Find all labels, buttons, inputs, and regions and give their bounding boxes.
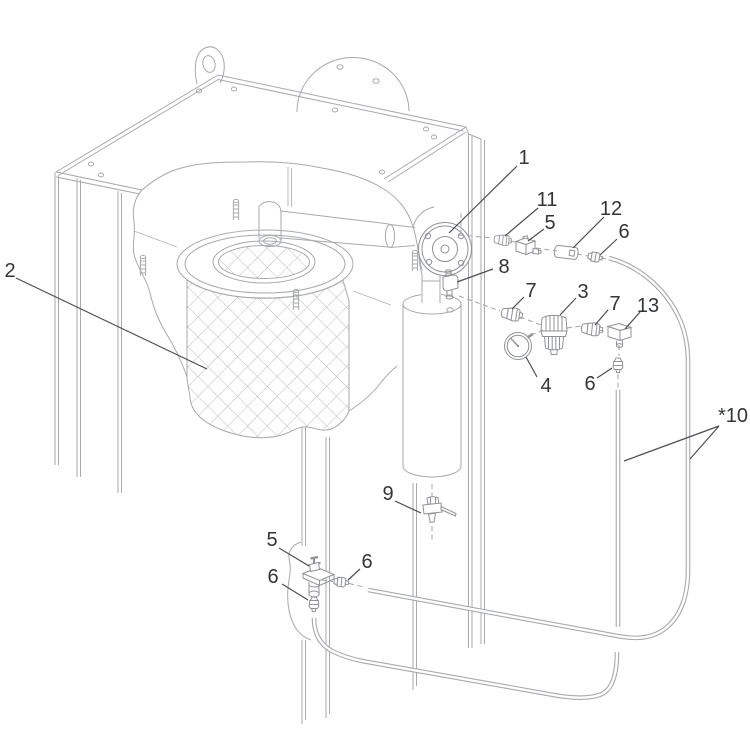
callout-6-bottom-left: 6 bbox=[267, 566, 278, 588]
svg-text:8: 8 bbox=[498, 256, 509, 278]
svg-text:1: 1 bbox=[518, 147, 529, 169]
svg-text:9: 9 bbox=[382, 483, 393, 505]
callout-7-left: 7 bbox=[525, 280, 536, 302]
svg-text:7: 7 bbox=[525, 280, 536, 302]
filter-mesh-top bbox=[218, 245, 310, 279]
svg-text:13: 13 bbox=[637, 295, 659, 317]
callout-5-top: 5 bbox=[544, 212, 555, 234]
svg-text:6: 6 bbox=[361, 551, 372, 573]
rivet-holes bbox=[87, 86, 438, 178]
hex-nipple-7-right bbox=[580, 320, 604, 338]
fitting-6-bottom-right bbox=[333, 575, 350, 589]
cabinet-left-leg bbox=[54, 172, 59, 465]
cabinet-outline bbox=[54, 46, 485, 724]
callout-5-bottom: 5 bbox=[266, 529, 277, 551]
callout-8: 8 bbox=[498, 256, 509, 278]
alignment-dashes bbox=[313, 213, 620, 598]
air-regulator bbox=[540, 314, 568, 355]
svg-text:4: 4 bbox=[540, 375, 551, 397]
filter-mesh-body bbox=[186, 279, 350, 439]
callout-4: 4 bbox=[540, 375, 551, 397]
svg-text:3: 3 bbox=[577, 281, 588, 303]
stud-bolt bbox=[232, 198, 240, 221]
svg-text:11: 11 bbox=[537, 189, 558, 211]
fitting-11 bbox=[493, 233, 513, 247]
callout-1: 1 bbox=[518, 147, 529, 169]
svg-text:12: 12 bbox=[600, 198, 622, 220]
callout-9: 9 bbox=[382, 483, 393, 505]
cabinet-middle-leg bbox=[301, 420, 306, 724]
leader-lines bbox=[15, 165, 720, 601]
fitting-6-top bbox=[586, 250, 604, 264]
callout-6-mid: 6 bbox=[584, 373, 595, 395]
svg-text:5: 5 bbox=[266, 529, 277, 551]
svg-text:6: 6 bbox=[267, 566, 278, 588]
sleeve-fitting-12 bbox=[553, 244, 579, 260]
block-fitting-5 bbox=[514, 235, 542, 256]
lifting-eye bbox=[194, 46, 225, 85]
svg-text:6: 6 bbox=[584, 373, 595, 395]
drain-valve bbox=[422, 495, 457, 523]
elbow-fitting-8 bbox=[442, 269, 459, 300]
callout-11: 11 bbox=[537, 189, 558, 211]
tee-fitting bbox=[606, 322, 633, 348]
callout-10: *10 bbox=[718, 405, 748, 427]
callout-3: 3 bbox=[577, 281, 588, 303]
callout-6-top: 6 bbox=[618, 221, 629, 243]
fitting-6-mid bbox=[612, 357, 624, 373]
fan-flange-dome bbox=[296, 57, 410, 113]
air-tubes bbox=[311, 255, 691, 701]
air-tank bbox=[402, 293, 462, 478]
svg-text:7: 7 bbox=[609, 293, 620, 315]
callout-6-bottom-right: 6 bbox=[361, 551, 372, 573]
svg-text:6: 6 bbox=[618, 221, 629, 243]
pulse-valve bbox=[412, 206, 472, 303]
svg-text:5: 5 bbox=[544, 212, 555, 234]
svg-text:2: 2 bbox=[4, 260, 15, 282]
svg-text:*10: *10 bbox=[718, 405, 748, 427]
callout-13: 13 bbox=[637, 295, 659, 317]
callout-12: 12 bbox=[600, 198, 622, 220]
blow-pipe bbox=[258, 201, 416, 248]
cabinet-right-panel bbox=[465, 126, 485, 648]
fitting-6-bottom-left bbox=[308, 596, 320, 613]
callout-2: 2 bbox=[4, 260, 15, 282]
air-tube-lower bbox=[311, 617, 620, 701]
pressure-gauge bbox=[504, 332, 534, 360]
filter-cartridge bbox=[139, 198, 419, 439]
callout-7-right: 7 bbox=[609, 293, 620, 315]
